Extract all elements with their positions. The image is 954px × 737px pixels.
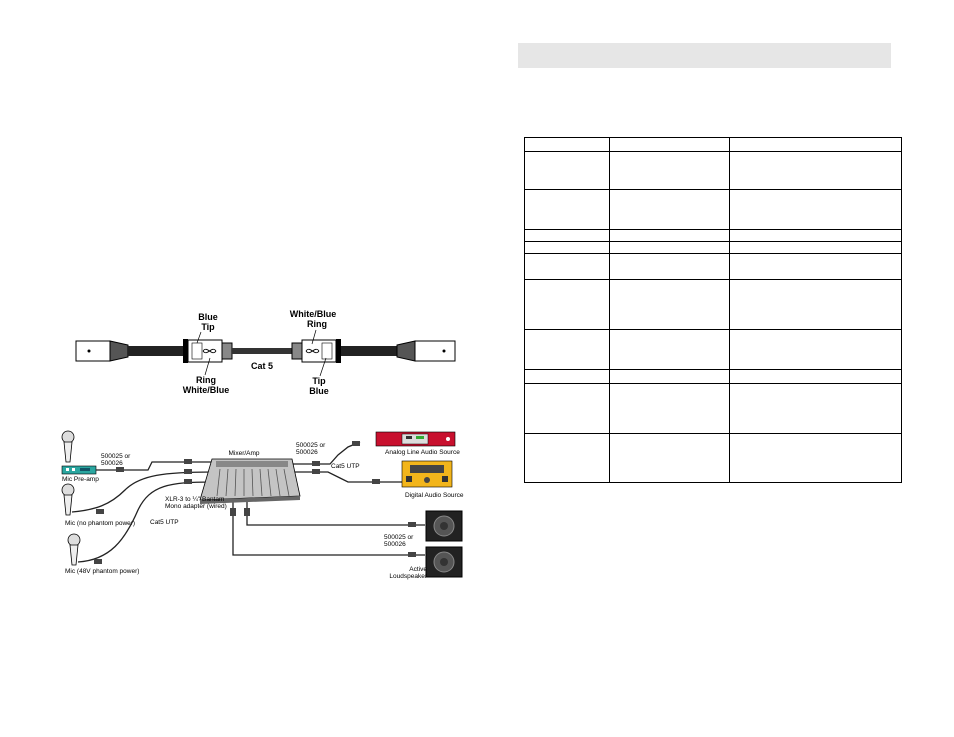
table-cell <box>524 151 610 190</box>
right-top-leader <box>311 329 317 345</box>
cable-plugs <box>94 441 416 564</box>
analog-source-icon <box>375 431 456 447</box>
table-row <box>524 329 902 370</box>
left-top-label-2: Tip <box>201 322 215 332</box>
adapter-label-2: Mono adapter (wired) <box>165 503 227 510</box>
mic-3-icon <box>67 533 81 566</box>
part-numbers-left-1: 500025 or <box>101 453 131 460</box>
section-header-bar <box>518 43 891 68</box>
table-cell <box>729 151 902 190</box>
table-cell <box>609 433 730 483</box>
speaker-1-icon <box>425 510 463 542</box>
mic-48v-label: Mic (48V phantom power) <box>65 568 139 575</box>
table-cell <box>729 369 902 384</box>
mic-preamp-icon <box>61 465 97 475</box>
table-cell <box>524 253 610 280</box>
table-cell <box>729 137 902 152</box>
table-cell <box>729 229 902 242</box>
table-cell <box>729 433 902 483</box>
table-cell <box>524 189 610 230</box>
table-cell <box>524 137 610 152</box>
table-cell <box>729 189 902 230</box>
mic-2-icon <box>61 483 75 516</box>
table-cell <box>729 279 902 330</box>
right-top-label-1: White/Blue <box>290 309 337 319</box>
table-row <box>524 189 902 230</box>
table-cell <box>609 369 730 384</box>
adapter-label-1: XLR-3 to ¼" Bantam <box>165 496 224 503</box>
part-numbers-bottom-2: 500026 <box>384 541 406 548</box>
center-cable <box>232 348 292 354</box>
analog-source-label: Analog Line Audio Source <box>385 449 460 456</box>
table-cell <box>609 383 730 434</box>
table-row <box>524 279 902 330</box>
left-coupler <box>183 339 233 363</box>
part-numbers-bottom-1: 500025 or <box>384 534 414 541</box>
left-top-label-1: Blue <box>198 312 218 322</box>
right-top-label-2: Ring <box>307 319 327 329</box>
active-speaker-label-2: Loudspeaker <box>389 573 427 580</box>
digital-source-label: Digital Audio Source <box>405 492 464 499</box>
table-cell <box>609 151 730 190</box>
table-cell <box>729 253 902 280</box>
table-row <box>524 369 902 384</box>
part-numbers-top-2: 500026 <box>296 449 318 456</box>
left-top-leader <box>196 331 202 344</box>
table-row <box>524 229 902 242</box>
spec-table <box>524 137 902 483</box>
left-cable <box>128 346 184 356</box>
table-cell <box>729 241 902 254</box>
table-row <box>524 151 902 190</box>
cat5-left-label: Cat5 UTP <box>150 519 179 526</box>
left-bottom-label-1: Ring <box>196 375 216 385</box>
table-cell <box>524 369 610 384</box>
right-bottom-label-2: Blue <box>309 386 329 396</box>
table-cell <box>609 279 730 330</box>
table-cell <box>609 329 730 370</box>
table-cell <box>524 433 610 483</box>
table-cell <box>729 329 902 370</box>
table-cell <box>609 137 730 152</box>
table-cell <box>729 383 902 434</box>
mixer-label: Mixer/Amp <box>228 450 259 457</box>
part-numbers-left-2: 500026 <box>101 460 123 467</box>
left-bottom-leader <box>204 357 211 376</box>
table-cell <box>609 241 730 254</box>
cable-wiring-diagram: Blue Tip Ring White/Blue Cat 5 White/Blu… <box>75 309 456 396</box>
mic-preamp-label: Mic Pre-amp <box>62 476 99 483</box>
table-cell <box>609 189 730 230</box>
digital-source-icon <box>401 460 453 488</box>
left-bottom-label-2: White/Blue <box>183 385 230 395</box>
cat5-right-label: Cat5 UTP <box>331 463 360 470</box>
table-cell <box>524 383 610 434</box>
part-numbers-top-1: 500025 or <box>296 442 326 449</box>
mixer-amp-icon <box>199 458 301 504</box>
table-cell <box>609 229 730 242</box>
table-row <box>524 433 902 483</box>
table-cell <box>524 279 610 330</box>
system-wiring-diagram: Mic Pre-amp Mic (no phantom power) Mic (… <box>61 430 464 580</box>
right-cable <box>341 346 397 356</box>
right-bottom-label-1: Tip <box>312 376 326 386</box>
right-xlr-connector <box>396 340 456 362</box>
active-speaker-label-1: Active <box>409 566 427 573</box>
table-cell <box>609 253 730 280</box>
center-label: Cat 5 <box>251 361 273 371</box>
table-row <box>524 253 902 280</box>
table-row <box>524 241 902 254</box>
mic-no-phantom-label: Mic (no phantom power) <box>65 520 135 527</box>
table-row <box>524 383 902 434</box>
right-coupler <box>291 339 341 363</box>
table-cell <box>524 229 610 242</box>
mic-1-icon <box>61 430 75 463</box>
table-row <box>524 137 902 152</box>
table-cell <box>524 241 610 254</box>
speaker-2-icon <box>425 546 463 578</box>
right-bottom-leader <box>319 357 327 377</box>
left-xlr-connector <box>75 340 129 362</box>
table-cell <box>524 329 610 370</box>
